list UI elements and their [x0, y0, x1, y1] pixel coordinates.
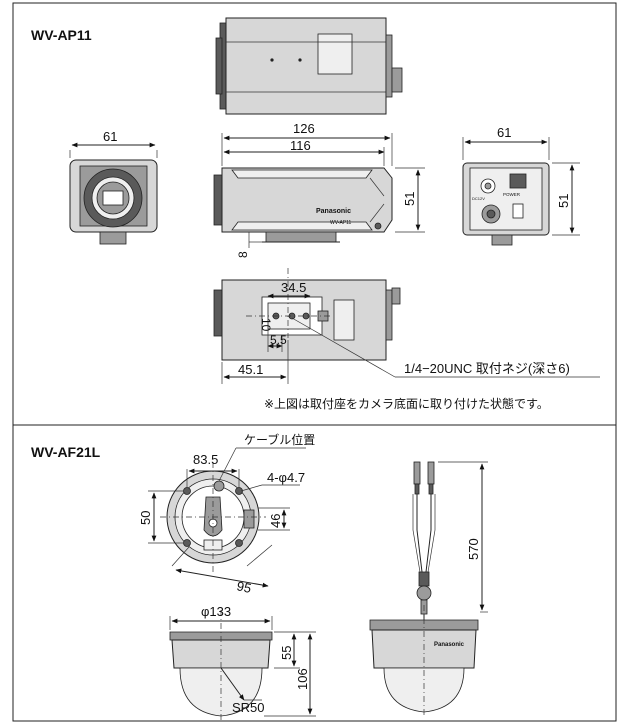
dim-rear-height: 51 — [556, 194, 571, 208]
model-title-af21l: WV-AF21L — [31, 444, 101, 460]
model-title-ap11: WV-AP11 — [31, 27, 92, 43]
dim-foot-height: 8 — [236, 251, 250, 258]
dim-sphere-radius: SR50 — [232, 700, 265, 715]
dim-total-length: 126 — [293, 121, 315, 136]
dim-rear-width: 61 — [497, 125, 511, 140]
cable-position-label: ケーブル位置 — [244, 432, 315, 447]
camera-top-view — [215, 17, 403, 115]
model-on-body: WV-AP11 — [330, 220, 352, 226]
dim-front-width: 61 — [103, 129, 117, 144]
camera-front-view — [69, 142, 158, 245]
dim-base-height: 55 — [279, 646, 294, 660]
logo-side-view: Panasonic — [316, 208, 351, 215]
dim-right-height: 46 — [268, 514, 283, 528]
dim-mount-from-front: 45.1 — [238, 362, 263, 377]
dim-diagonal: 95 — [235, 578, 252, 596]
rear-label-power: POWER — [503, 192, 521, 197]
mounting-footnote: ※上図は取付座をカメラ底面に取り付けた状態です。 — [264, 396, 549, 411]
outer-frame — [12, 2, 617, 722]
dim-mount-span: 34.5 — [281, 280, 306, 295]
logo-dome-side: Panasonic — [434, 642, 465, 648]
dim-holes: 4-φ4.7 — [267, 470, 305, 485]
dome-plan-view — [148, 447, 306, 588]
dim-total-height: 106 — [295, 668, 310, 690]
dim-bolt-circle: 83.5 — [193, 452, 218, 467]
dim-body-length: 116 — [290, 138, 311, 153]
camera-rear-view — [462, 137, 580, 246]
screw-note: 1/4−20UNC 取付ネジ(深さ6) — [404, 361, 570, 376]
dim-height: 51 — [402, 192, 417, 206]
dim-dome-diameter: φ133 — [201, 604, 231, 619]
rear-label-dc: DC12V — [472, 196, 485, 201]
dim-mount-small: 5.5 — [270, 333, 287, 347]
dome-side-view — [169, 610, 316, 720]
camera-side-view — [213, 133, 425, 248]
dome-cable-view — [369, 461, 488, 718]
dim-mount-offset: 10 — [259, 318, 273, 332]
dim-cable-length: 570 — [466, 538, 481, 560]
camera-bottom-view — [213, 268, 600, 384]
dim-left-height: 50 — [138, 511, 153, 525]
